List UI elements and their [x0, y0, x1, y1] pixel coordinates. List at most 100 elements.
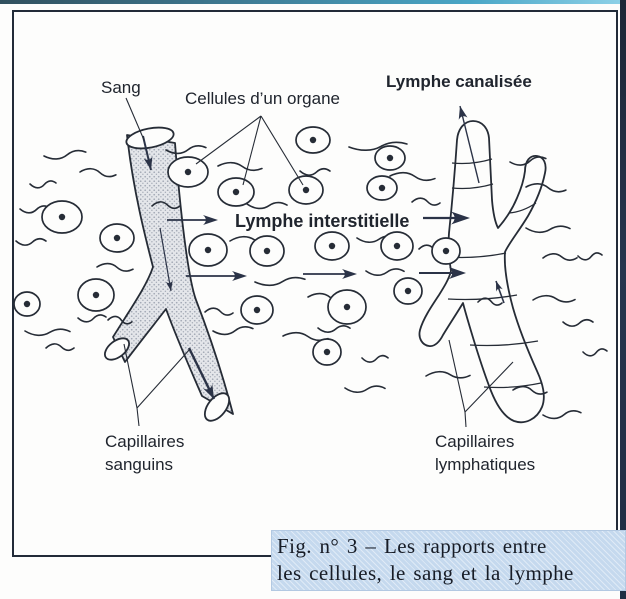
callout-line [464, 411, 467, 428]
organ-cell-nucleus [23, 300, 31, 308]
tissue-squiggle [582, 348, 608, 357]
organ-cell-nucleus [232, 188, 240, 196]
callout-line [125, 97, 145, 141]
flow-arrow-head [203, 384, 214, 399]
label-capillaires-lymphatiques-l1: Capillaires [435, 432, 515, 451]
organ-cell-nucleus [343, 303, 351, 311]
callout-line [136, 348, 191, 409]
label-lymphe-canalisee: Lymphe canalisée [386, 72, 532, 91]
label-capillaires-sanguins-l2: sanguins [105, 455, 174, 474]
tissue-squiggle [512, 385, 548, 395]
organ-cell-nucleus [393, 242, 401, 250]
tissue-squiggle [24, 328, 71, 337]
tissue-squiggle [165, 145, 207, 155]
caption-line-1: Fig. n° 3 – Les rapports entre [277, 534, 547, 558]
organ-cell-nucleus [442, 247, 450, 255]
tissue-squiggle [299, 167, 331, 176]
organ-cell-nucleus [404, 287, 412, 295]
callout-line [448, 339, 466, 413]
tissue-squiggle [477, 297, 503, 306]
tissue-squiggle [204, 307, 234, 316]
organ-cell-nucleus [323, 348, 331, 356]
tissue-squiggle [246, 201, 288, 210]
tissue-squiggle [577, 252, 603, 261]
tissue-squiggle [542, 253, 578, 261]
flow-arrow-head [165, 280, 173, 291]
label-capillaires-sanguins-l1: Capillaires [105, 432, 185, 451]
organ-cell-nucleus [184, 168, 192, 176]
lymph-valve-line [508, 202, 537, 214]
tissue-squiggle [254, 276, 306, 287]
flow-arrow-shaft [459, 105, 480, 184]
tissue-squiggle [532, 294, 576, 303]
flow-arrow-head [458, 106, 468, 120]
callout-line [260, 115, 304, 186]
organ-cell-nucleus [378, 184, 386, 192]
flow-arrow-head [496, 281, 503, 292]
tissue-squiggle [96, 262, 134, 272]
lymph-valve-line [469, 340, 539, 347]
organ-cell-nucleus [92, 291, 100, 299]
tissue-squiggle [411, 197, 441, 206]
organ-cell-nucleus [386, 154, 394, 162]
tissue-squiggle [77, 314, 107, 323]
organ-cell-nucleus [113, 234, 121, 242]
label-capillaires-lymphatiques: Capillaires lymphatiques [435, 430, 535, 476]
flow-arrow-head [232, 271, 247, 281]
organ-cell-nucleus [204, 246, 212, 254]
tissue-squiggle [509, 156, 547, 166]
flow-arrow-head [143, 156, 153, 170]
organ-cell-nucleus [58, 213, 66, 221]
figure-caption: Fig. n° 3 – Les rapports entre les cellu… [271, 530, 626, 591]
tissue-squiggle [151, 201, 181, 210]
tissue-squiggle [361, 354, 389, 363]
tissue-squiggle [107, 315, 133, 325]
callout-line [136, 407, 140, 427]
organ-cell-nucleus [309, 136, 317, 144]
organ-cell-nucleus [302, 186, 310, 194]
organ-cell-nucleus [253, 306, 261, 314]
label-capillaires-lymphatiques-l2: lymphatiques [435, 455, 536, 474]
callout-line [195, 115, 262, 165]
flow-arrow-head [342, 269, 357, 279]
tissue-squiggle [525, 225, 571, 234]
tissue-squiggle [389, 171, 436, 182]
tissue-squiggle [212, 326, 254, 336]
page-top-edge [0, 0, 626, 4]
tissue-squiggle [317, 325, 351, 333]
blood-capillary [112, 134, 234, 415]
tissue-squiggle [365, 268, 405, 276]
tissue-squiggle [562, 318, 594, 327]
label-capillaires-sanguins: Capillaires sanguins [105, 430, 184, 476]
tissue-squiggle [525, 183, 567, 193]
label-cellules-organe: Cellules d’un organe [185, 89, 340, 108]
blood-capillary-tip [104, 337, 130, 361]
tissue-squiggle [344, 385, 386, 394]
blood-capillary-tip [203, 392, 231, 422]
tissue-squiggle [425, 370, 471, 379]
tissue-squiggle [542, 410, 582, 420]
lymph-valve-line [451, 183, 494, 190]
organ-cell-nucleus [263, 247, 271, 255]
caption-line-2: les cellules, le sang et la lymphe [277, 561, 574, 585]
flow-arrow-head [451, 211, 470, 225]
organ-cell-nucleus [328, 242, 336, 250]
tissue-squiggle [217, 161, 263, 172]
flow-arrow-shaft [159, 227, 172, 292]
lymph-valve-line [451, 158, 493, 165]
flow-arrow-head [449, 267, 466, 279]
flow-arrow-head [203, 215, 218, 225]
figure-frame [12, 10, 618, 557]
tissue-squiggle [45, 343, 75, 352]
blood-capillary-opening [125, 126, 175, 150]
label-lymphe-interstitielle: Lymphe interstitielle [235, 211, 410, 231]
callout-line [464, 361, 514, 413]
tissue-squiggle [79, 167, 117, 178]
callout-line [123, 343, 138, 409]
tissue-squiggle [29, 180, 57, 189]
callout-line [242, 115, 262, 186]
page-right-edge [620, 0, 626, 599]
tissue-squiggle [15, 237, 47, 246]
